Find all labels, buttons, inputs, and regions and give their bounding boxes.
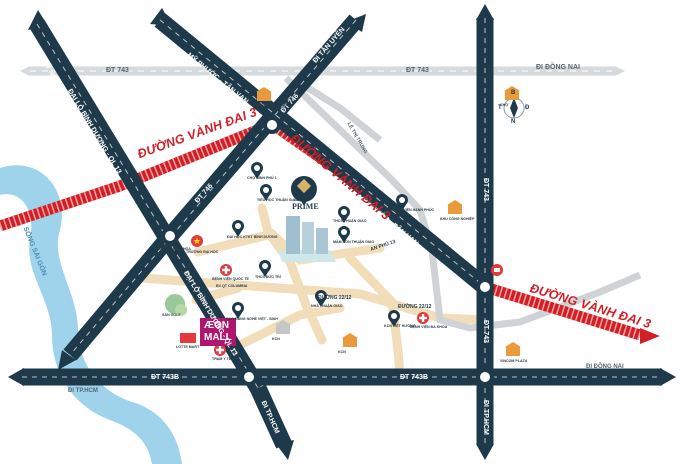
poi-label: KCN [338,350,346,354]
poi-label: VINCOM PLAZA [500,359,528,363]
aeon-mall-line1: ÆON [204,320,229,331]
road-label-duong-22-12-b: ĐƯỜNG 22/12 [398,304,432,310]
poi-label: BV QT COLUMBIA [216,284,248,288]
poi-label: NHÀ THUẬN GIAO [311,304,343,308]
poi-label: KCN VIỆT HƯƠNG [384,324,416,328]
junctions [161,116,494,386]
poi-label: BỆNH VIỆN ĐA KHOA [410,325,448,329]
aeon-mall-line2: MALL [204,332,232,343]
road-label-dt743-vertical-top: ĐT 743 [482,178,489,201]
poi-label: KCN [272,337,280,341]
poi-label: CAO ĐẲNG NGHỀ VIỆT - SINH [226,317,278,321]
road-label-di-dong-nai-top: ĐI ĐỒNG NAI [536,64,580,71]
poi-label: TIỂU HỌC THUẬN GIAO [257,198,298,202]
road-label-duong-22-12: ĐƯỜNG 22/12 [318,295,352,301]
road-centre-lines [22,18,662,445]
poi-label: MẦM NON THUẬN GIAO [333,240,375,244]
poi-label: THCS ĐỨC TRÍ [255,275,281,279]
location-pins [232,162,408,327]
building-icons [165,86,521,356]
compass-south: N [511,119,516,125]
poi-label: BỆNH VIỆN QUỐC TẾ [212,277,249,281]
compass-west: T [498,105,502,111]
poi-label: KHU CÔNG NGHIỆP [440,217,475,221]
road-label-dt743b-mid: ĐT 743B [400,374,429,381]
poi-label: SÂN GOLF [162,313,181,317]
road-label-di-tphcm-bottom: ĐI TP.HCM [482,400,489,435]
poi-label: TRẠM Y TẾ [212,357,232,361]
poi-label: CHỢ [500,103,509,107]
poi-label: NGÃ TƯ BÌNH HÒA [158,247,191,251]
compass-east: Đ [525,105,530,111]
road-label-dt743b-left: ĐT 743B [151,374,180,381]
poi-label: LOTTE MART [176,345,200,349]
road-label-dt743-top: ĐT 743 [106,67,129,74]
hospital-icons [191,235,503,356]
project-name-line2: PRIME [292,202,319,211]
river [0,165,182,464]
poi-label: CHỢ BÌNH PHÚ 1 [247,176,277,180]
road-label-di-dong-nai-bottom: ĐI ĐỒNG NAI [586,364,624,370]
poi-label: UBND THUẬN GIAO [254,103,289,107]
aeon-mall-logo [200,318,236,346]
compass-north: B [511,90,516,96]
poi-label: BỆNH VIỆN HẠNH PHÚC [392,208,435,212]
poi-label: ĐẠI HỌC KTKT BÌNH DƯƠNG [227,235,278,239]
road-label-dt743-top-2: ĐT 743 [406,67,429,74]
poi-label: THCS THUẬN GIAO [333,219,367,223]
compass [503,97,525,119]
road-label-di-tphcm-left: ĐI TP.HCM [68,388,98,394]
poi-label: TRƯỜNG ĐẠI HỌC [186,250,219,254]
grey-roads [283,75,642,332]
project-name-line1: LEGACY [294,197,311,202]
road-arrows [8,4,676,460]
road-label-dt743-vertical-bottom: ĐT 743 [482,320,489,343]
project-building [278,176,336,262]
poi-label: BV [486,277,491,281]
